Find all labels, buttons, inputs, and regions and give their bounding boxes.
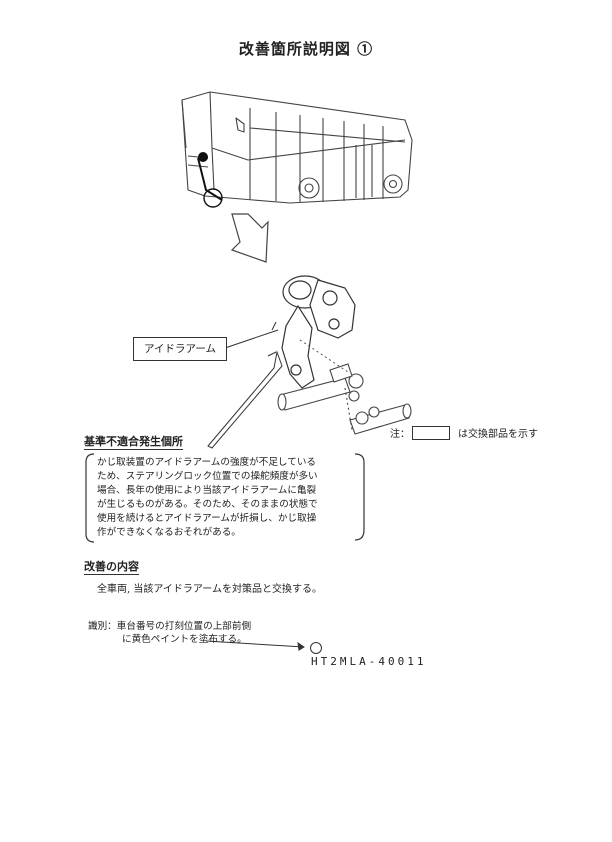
defect-line: が生じるものがある。そのため、そのままの状態で <box>97 499 318 511</box>
defect-heading: 基準不適合発生個所 <box>84 433 183 450</box>
tie-rods <box>277 339 412 435</box>
identification-leader <box>205 640 322 654</box>
defect-heading-text: 基準不適合発生個所 <box>84 435 183 450</box>
identification-line-1: 識別：車台番号の打刻位置の上部前側 <box>88 621 252 632</box>
improvement-heading: 改善の内容 <box>84 558 139 575</box>
bus-steering-highlight <box>197 152 223 208</box>
part-label-idler-arm: アイドラアーム <box>133 337 227 361</box>
legend-note: 注： は交換部品を示す <box>390 425 538 440</box>
defect-line: 使用を続けるとアイドラアームが折損し、かじ取操 <box>97 513 317 525</box>
defect-line: かじ取装置のアイドラアームの強度が不足している <box>97 457 317 468</box>
description-bracket <box>85 453 365 543</box>
improvement-text: 全車両, 当該アイドラアームを対策品と交換する。 <box>97 584 322 595</box>
defect-pointer-arrow <box>207 350 283 449</box>
part-label-leader <box>224 329 279 349</box>
legend-note-prefix: 注： <box>390 429 410 440</box>
chassis-number: HT2MLA-40011 <box>311 655 427 668</box>
bus-drawing <box>181 91 413 204</box>
improvement-heading-text: 改善の内容 <box>84 560 139 575</box>
defect-line: 場合、長年の使用により当該アイドラアームに亀裂 <box>97 485 317 497</box>
page-title: 改善箇所説明図 ① <box>238 40 374 58</box>
idler-arm-drawing <box>267 275 356 389</box>
legend-box <box>412 426 450 440</box>
legend-note-suffix: は交換部品を示す <box>458 429 538 440</box>
defect-line: ため、ステアリングロック位置での操舵頻度が多い <box>97 471 318 483</box>
defect-line: 作ができなくなるおそれがある。 <box>97 527 241 539</box>
defect-description: かじ取装置のアイドラアームの強度が不足している ため、ステアリングロック位置での… <box>97 456 359 541</box>
pointer-arrow <box>230 213 269 263</box>
identification-line-2: に黄色ペイントを塗布する。 <box>122 634 247 645</box>
